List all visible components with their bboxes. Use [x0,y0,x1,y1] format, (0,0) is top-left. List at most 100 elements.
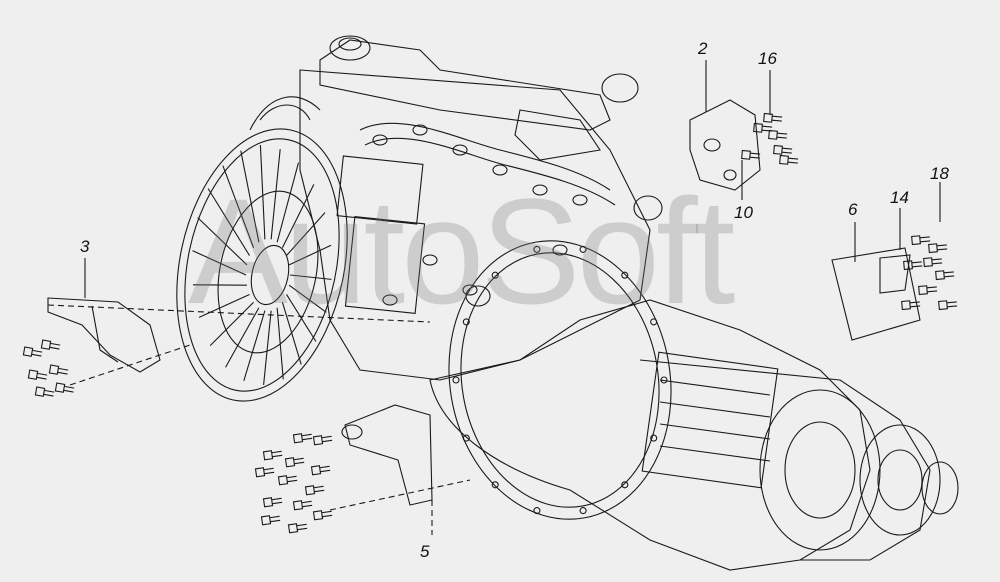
callout-3: 3 [80,237,90,256]
bolt [901,300,921,311]
housing-bolt [650,318,658,326]
fan-blade [259,145,266,240]
front-mount-bracket [47,297,431,386]
fan-blade [286,294,317,342]
bolt [284,457,305,468]
fan-blade [198,293,250,318]
valve-body-rib [659,445,771,462]
bolt [48,364,69,375]
callout-14: 14 [890,188,909,207]
bolt [935,270,955,281]
housing-bolt [579,245,587,253]
housing-bolt [621,271,629,279]
engine-fitting [552,244,568,256]
bolt [287,523,308,534]
fan-blade [207,188,250,256]
engine-fitting [422,254,438,266]
fan-blade [288,284,327,313]
bolt [779,154,799,165]
engine-fitting [382,294,398,306]
housing-bolt [491,481,499,489]
bolt [40,339,61,350]
bolt [277,475,298,486]
fan-blade [288,244,332,266]
bolt [304,485,325,496]
bolt [928,243,948,254]
engine-fitting [572,194,588,206]
bolt [34,386,55,397]
callout-2: 2 [698,39,708,58]
bolt [262,450,283,461]
bolt [312,435,333,446]
housing-bolt [579,507,587,515]
callout-5: 5 [420,542,430,561]
fuel-line [359,122,611,191]
bolt [938,300,958,311]
watermark: AutoSoft [188,167,735,335]
bolt-set [22,112,958,534]
fan-blade [281,302,302,365]
callout-10: 10 [734,203,753,222]
lower-bracket-5 [329,404,471,535]
housing-bolt [650,434,658,442]
housing-bolt [491,271,499,279]
engine-fitting [492,164,508,176]
fan-blade [225,307,260,368]
bolt [923,257,943,268]
bolt [27,369,48,380]
bolt [741,149,761,160]
fuel-line [364,137,616,206]
callout-16: 16 [758,49,777,68]
fan-blade [276,162,300,243]
bolt [773,144,793,155]
bolt [254,467,275,478]
engine-fitting [372,134,388,146]
fan-blade [192,250,247,276]
fan-blade [243,310,266,382]
bolt [753,122,773,133]
fan-blade [270,149,281,240]
fan-blade [276,307,284,380]
bolt [911,235,931,246]
mount-plate-6 [831,247,921,341]
gearbox-housing [429,240,959,571]
bolt [260,515,281,526]
engine-fitting [412,124,428,136]
housing-bolt [462,318,470,326]
fan-blade [209,301,254,347]
bolt [310,465,331,476]
valve-body-rib [659,423,771,440]
bolt [262,497,283,508]
bolt [292,433,313,444]
housing-bolt [452,376,460,384]
housing-bolt [462,434,470,442]
bolt [903,260,923,271]
housing-bolt [533,245,541,253]
bolt [918,285,938,296]
fan-blade [281,184,315,249]
fan-blade [263,310,272,386]
valve-body-rib [659,401,771,418]
bolt [292,500,313,511]
housing-bolt [533,507,541,515]
callout-6: 6 [848,200,858,219]
fan-blade [197,217,248,266]
leader-lines [84,60,941,298]
engine-fitting [452,144,468,156]
engine-fitting [532,184,548,196]
fan-assembly [176,128,348,402]
bolt [22,346,43,357]
bracket-2 [689,99,761,191]
engine-block [249,35,663,381]
housing-bolt [621,481,629,489]
bolt [312,510,333,521]
engine-fitting [462,284,478,296]
fan-blade [222,165,255,248]
fan-blade [286,212,326,256]
bolt [763,112,783,123]
valve-body-rib [659,379,771,396]
callout-18: 18 [930,164,949,183]
bolt [768,129,788,140]
